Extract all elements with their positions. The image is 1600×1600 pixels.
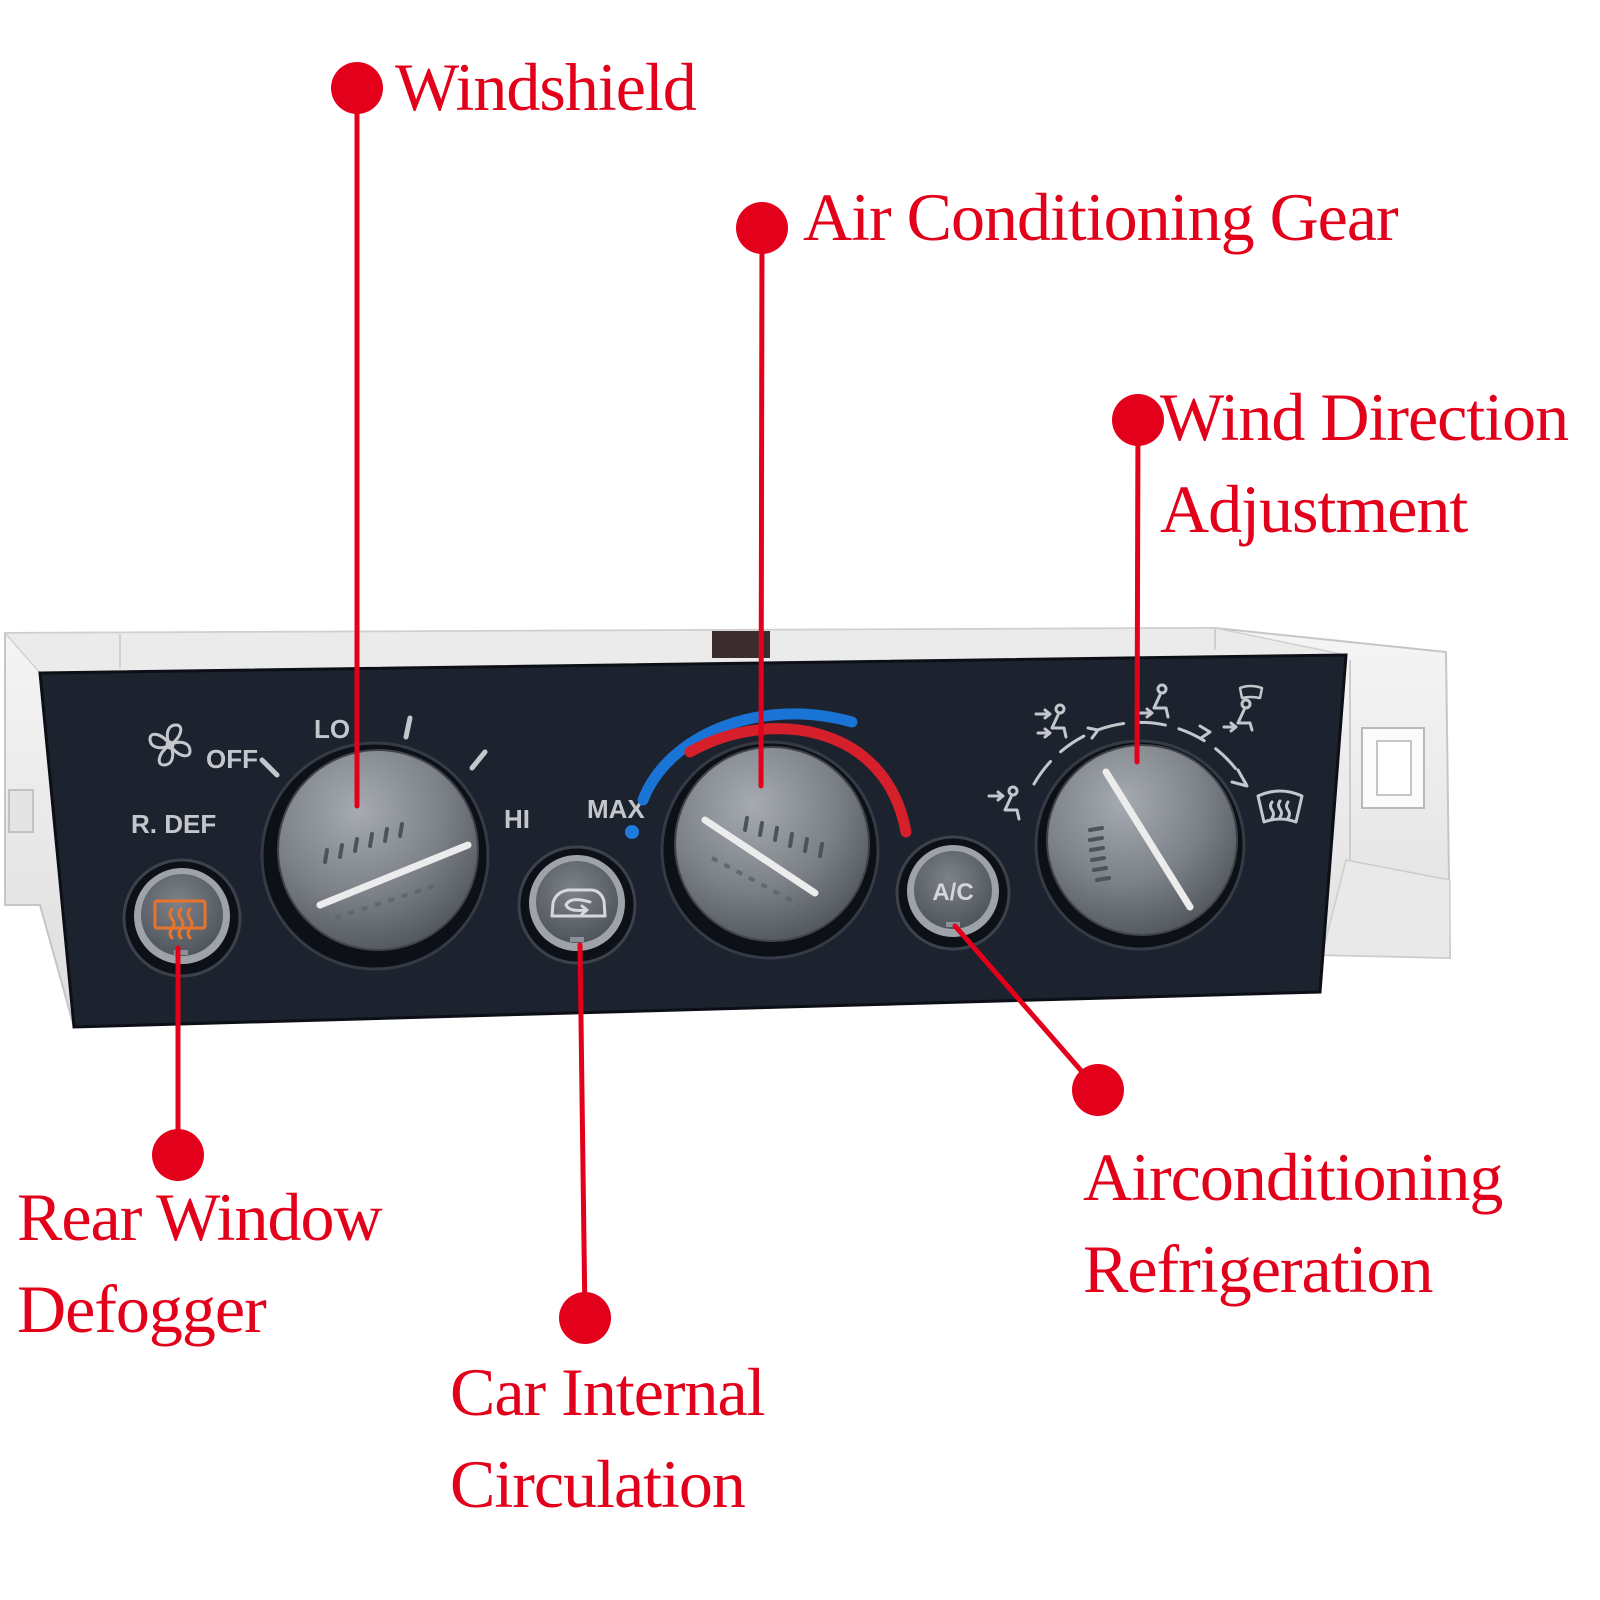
callout-rear-window-defogger: Rear Window Defogger: [17, 1171, 383, 1355]
fan-hi-label: HI: [504, 804, 530, 834]
dot-air-conditioning-gear: [736, 202, 788, 254]
callout-air-conditioning-gear-line-1: Air Conditioning Gear: [803, 179, 1399, 255]
housing-left-tab: [8, 789, 34, 833]
vent-mode-icon: [987, 785, 1021, 821]
mode-dial-arrow-2: [1198, 724, 1212, 740]
fan-off-label: OFF: [206, 744, 258, 774]
recirculation-button[interactable]: [517, 845, 637, 965]
leader-wind-direction: [1134, 417, 1141, 765]
recirculation-button-face: [536, 861, 618, 943]
callout-leaders: [175, 85, 1141, 1321]
temp-knob-face: [674, 746, 870, 942]
fan-speed-tick-2: [403, 715, 413, 740]
mode-dial-arrow-1: [1086, 726, 1100, 740]
temp-max-label: MAX: [587, 794, 645, 824]
callout-wind-direction-line-1: Wind Direction: [1160, 379, 1569, 455]
housing-right-bracket: [1321, 859, 1451, 959]
dot-rear-window-defogger: [152, 1129, 204, 1181]
callout-internal-circulation-line-1: Car Internal: [450, 1354, 766, 1430]
floor-defrost-mode-icon: [1222, 684, 1264, 733]
recirculation-indicator: [570, 937, 584, 942]
leader-internal-circulation: [577, 942, 588, 1321]
floor-mode-icon: [1138, 683, 1170, 719]
callout-rear-window-defogger-line-2: Defogger: [17, 1271, 267, 1347]
temperature-knob[interactable]: [660, 740, 880, 960]
dot-windshield: [331, 62, 383, 114]
callout-rear-window-defogger-line-1: Rear Window: [17, 1179, 383, 1255]
mode-dial-arrow-3: [1230, 768, 1249, 788]
dot-ac-refrigeration: [1072, 1064, 1124, 1116]
ac-button-face: [914, 851, 992, 929]
callout-wind-direction: Wind Direction Adjustment: [1160, 371, 1569, 555]
leader-air-conditioning-gear: [758, 225, 765, 789]
ac-button-label: A/C: [932, 879, 973, 906]
fan-speed-tick-3: [469, 749, 488, 771]
fan-icon: [148, 723, 192, 767]
callout-ac-refrigeration: Airconditioning Refrigeration: [1083, 1131, 1503, 1315]
callout-internal-circulation: Car Internal Circulation: [450, 1346, 766, 1530]
leader-ac-refrigeration: [952, 923, 1101, 1093]
fan-knob-pointer: [316, 841, 472, 909]
rear-defrost-indicator: [174, 950, 188, 955]
fan-speed-knob[interactable]: [260, 741, 490, 971]
mode-knob[interactable]: [1034, 739, 1246, 951]
rear-defrost-button[interactable]: [122, 858, 242, 978]
fan-lo-label: LO: [314, 714, 350, 744]
rear-defrost-button-face: [141, 874, 223, 956]
dot-wind-direction: [1112, 394, 1164, 446]
mode-knob-pointer: [1102, 768, 1194, 911]
temp-max-dot: [625, 825, 639, 839]
housing-right-clip-opening: [1376, 740, 1412, 796]
callout-air-conditioning-gear: Air Conditioning Gear: [803, 171, 1399, 263]
mode-dial-legend: [987, 683, 1304, 824]
rear-defrost-icon: [153, 899, 207, 940]
mode-dial-arc: [1032, 720, 1248, 786]
fan-knob-grip: [323, 822, 404, 864]
callout-ac-refrigeration-line-1: Airconditioning: [1083, 1139, 1503, 1215]
mode-knob-face: [1046, 744, 1238, 936]
temp-knob-grip: [743, 816, 824, 858]
callout-windshield-line-1: Windshield: [395, 49, 697, 125]
mode-knob-grip: [1088, 826, 1111, 882]
ac-button[interactable]: A/C: [895, 835, 1011, 951]
temp-hot-arc: [684, 723, 912, 838]
temp-cold-arc: [637, 708, 858, 806]
dot-internal-circulation: [559, 1292, 611, 1344]
rear-defrost-label: R. DEF: [131, 809, 216, 839]
recirculation-icon: [550, 888, 607, 918]
temp-knob-lower-grip: [711, 856, 801, 907]
bi-level-mode-icon: [1034, 703, 1068, 739]
callout-dots: [152, 62, 1164, 1344]
callout-internal-circulation-line-2: Circulation: [450, 1446, 746, 1522]
callout-ac-refrigeration-line-2: Refrigeration: [1083, 1231, 1434, 1307]
callout-windshield: Windshield: [395, 41, 697, 133]
defrost-mode-icon: [1256, 789, 1304, 824]
fan-off-tick: [259, 757, 280, 778]
fan-knob-lower-grip: [334, 882, 441, 920]
temp-knob-pointer: [701, 816, 819, 897]
callout-wind-direction-line-2: Adjustment: [1160, 471, 1468, 547]
